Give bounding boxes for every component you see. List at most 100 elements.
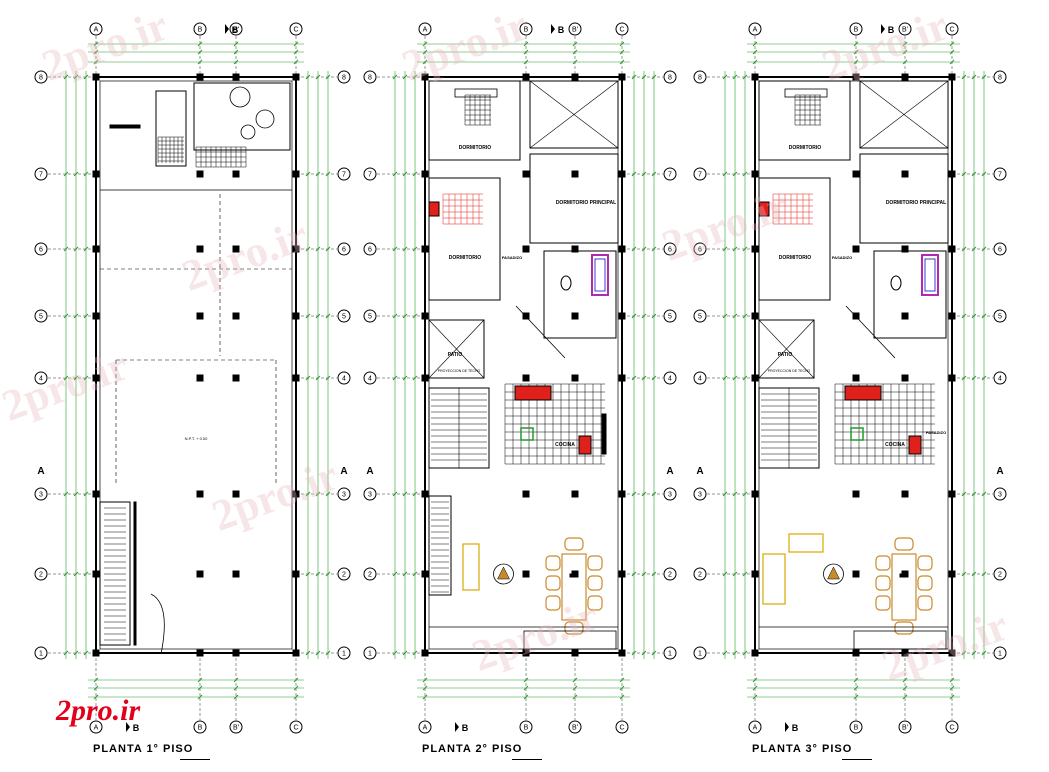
structural-column (292, 374, 300, 382)
section-marker-top-label: B (232, 25, 239, 35)
room-dormitorio-2 (428, 177, 501, 301)
dimension-tick (63, 650, 69, 656)
dimension-tick (961, 650, 967, 656)
dimension-lines (392, 41, 657, 700)
toilet-icon (890, 275, 902, 291)
dimension-tick (902, 59, 908, 65)
structural-column (571, 73, 579, 81)
col-bubble-bottom-B'-label: B' (233, 725, 239, 732)
structural-column (751, 374, 759, 382)
dimension-tick (641, 375, 647, 381)
col-bubble-top-A-label: A (753, 27, 758, 34)
kitchen-fridge (578, 435, 592, 455)
structural-column (948, 649, 956, 657)
dining-chair (545, 575, 561, 591)
dining-chair (587, 595, 603, 611)
row-bubble-right-1 (337, 646, 351, 660)
dimension-tick (73, 375, 79, 381)
dimension-tick (722, 571, 728, 577)
structural-column (92, 570, 100, 578)
dimension-tick (981, 375, 987, 381)
dimension-tick (402, 491, 408, 497)
row-bubble-right-2-label: 2 (998, 572, 1002, 579)
dimension-tick (392, 375, 398, 381)
dimension-tick (315, 491, 321, 497)
col-bubble-top-B'-label: B' (572, 27, 578, 34)
row-bubble-right-7 (993, 167, 1007, 181)
col-bubble-bottom-A-label: A (94, 725, 99, 732)
room-dormitorio-principal (859, 153, 949, 244)
row-bubble-left-4-label: 4 (698, 376, 702, 383)
dimension-tick (63, 491, 69, 497)
dimension-tick (742, 171, 748, 177)
wall-line (515, 305, 566, 359)
col-bubble-bottom-B-label: B (524, 725, 529, 732)
structural-column (618, 73, 626, 81)
row-bubble-right-4-label: 4 (998, 376, 1002, 383)
structural-column (92, 73, 100, 81)
dimension-tick (412, 74, 418, 80)
row-bubble-left-1-label: 1 (39, 651, 43, 658)
dimension-tick (315, 650, 321, 656)
structural-column (292, 649, 300, 657)
patio (758, 319, 815, 379)
dimension-tick (981, 74, 987, 80)
dimension-tick (305, 571, 311, 577)
row-bubble-right-5-label: 5 (342, 314, 346, 321)
dimension-tick (752, 59, 758, 65)
level-note: N.P.T. + 0.00 (185, 436, 208, 441)
row-bubble-left-2-label: 2 (698, 572, 702, 579)
structural-column (751, 312, 759, 320)
dimension-tick (73, 171, 79, 177)
bathroom (873, 250, 947, 339)
structural-column (852, 570, 860, 578)
row-bubble-left-3-label: 3 (39, 492, 43, 499)
row-bubble-right-5 (993, 309, 1007, 323)
structural-column (421, 170, 429, 178)
structural-column (292, 73, 300, 81)
dimension-tick (315, 571, 321, 577)
dimension-tick (949, 41, 955, 47)
row-bubble-right-2 (663, 567, 677, 581)
dimension-tick (752, 41, 758, 47)
col-bubble-top-B' (568, 22, 582, 36)
dimension-tick (83, 571, 89, 577)
plant-icon (827, 566, 840, 580)
dimension-tick (752, 694, 758, 700)
dimension-tick (752, 685, 758, 691)
row-bubble-right-6 (663, 242, 677, 256)
structural-column (421, 312, 429, 320)
dimension-tick (402, 571, 408, 577)
dimension-tick (949, 59, 955, 65)
dimension-tick (305, 313, 311, 319)
row-bubble-left-5-label: 5 (39, 314, 43, 321)
dimension-tick (853, 59, 859, 65)
col-bubble-top-B-label: B (198, 27, 203, 34)
structural-column (948, 490, 956, 498)
dimension-tick (619, 49, 625, 55)
dimension-tick (197, 694, 203, 700)
row-bubble-right-6-label: 6 (342, 247, 346, 254)
dimension-tick (651, 246, 657, 252)
row-bubble-right-1 (663, 646, 677, 660)
structural-column (522, 73, 530, 81)
structural-column (232, 312, 240, 320)
dimension-tick (961, 491, 967, 497)
section-cut-left: A (366, 466, 373, 477)
dimension-tick (233, 49, 239, 55)
structural-column (196, 490, 204, 498)
dimension-tick (93, 694, 99, 700)
room-dormitorio-1 (758, 80, 851, 161)
bathroom (543, 250, 617, 339)
dimension-tick (197, 41, 203, 47)
toilet-icon (560, 275, 572, 291)
col-bubble-top-B-label: B (524, 27, 529, 34)
section-marker-top (881, 24, 885, 34)
dimension-tick (422, 59, 428, 65)
dimension-tick (83, 313, 89, 319)
kitchen-sink (850, 427, 864, 441)
dimension-tick (293, 59, 299, 65)
dimension-tick (83, 375, 89, 381)
door-swing (150, 593, 165, 655)
dimension-lines (722, 41, 987, 700)
